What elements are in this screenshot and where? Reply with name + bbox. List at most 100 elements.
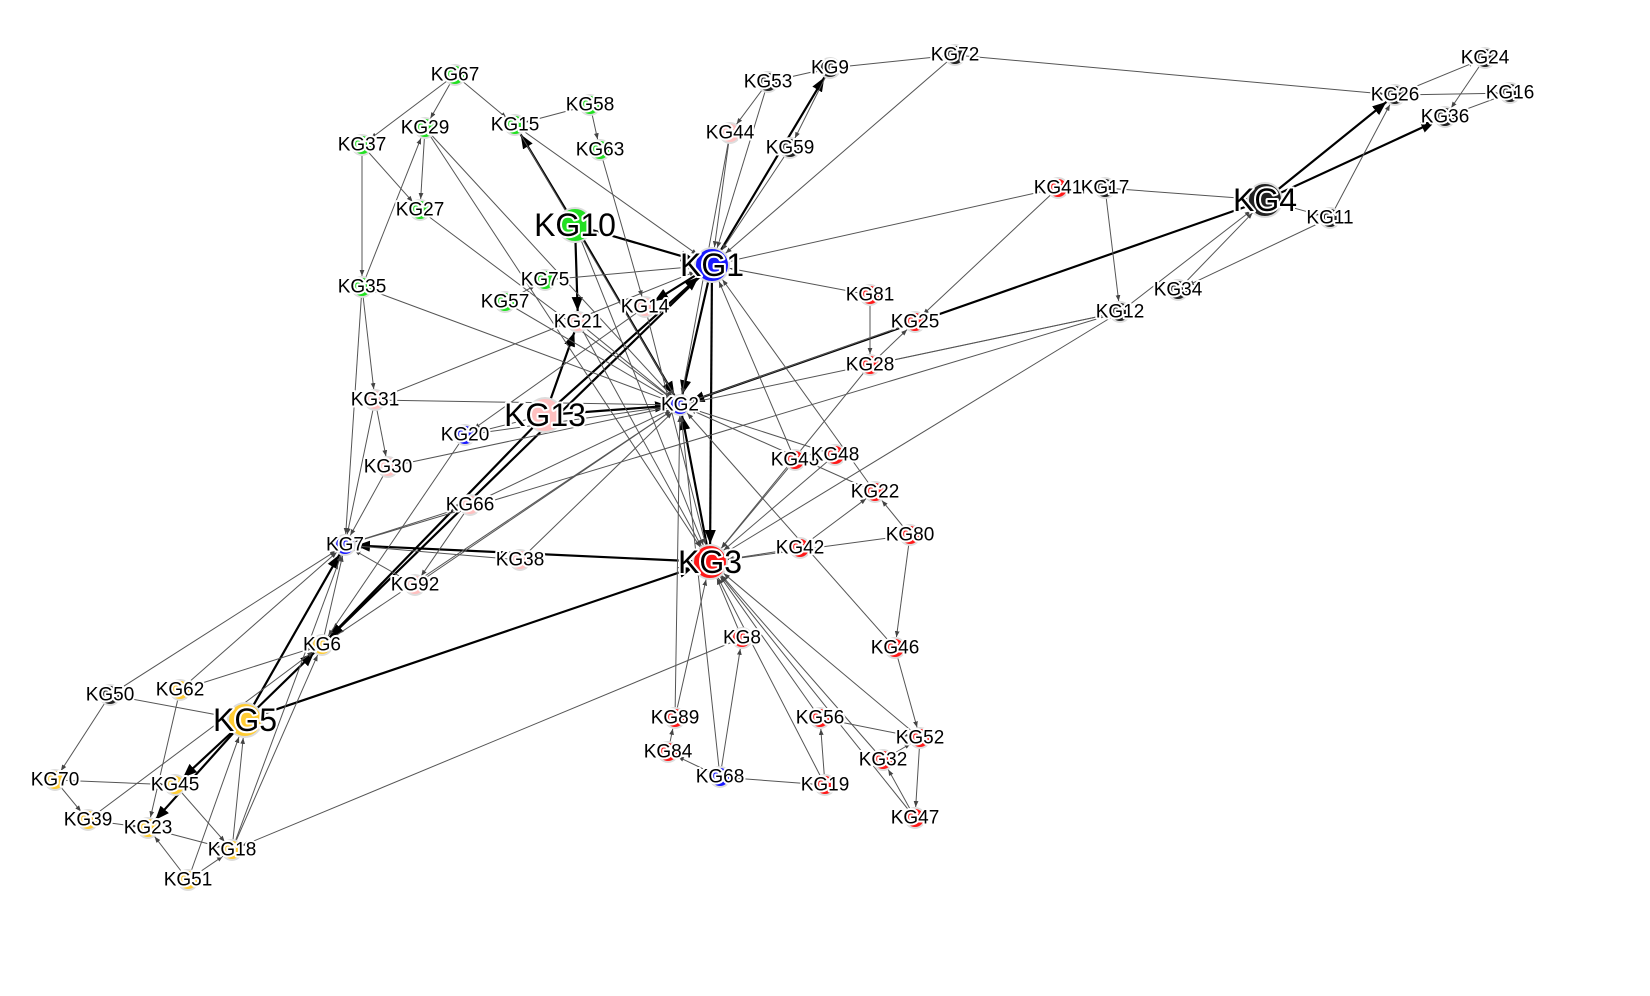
node-KG5[interactable]: KG5 <box>211 700 279 740</box>
node-circle[interactable] <box>404 574 426 596</box>
node-KG47[interactable]: KG47 <box>889 806 942 831</box>
node-circle[interactable] <box>334 534 356 556</box>
node-KG81[interactable]: KG81 <box>844 283 897 308</box>
node-circle[interactable] <box>1094 177 1116 199</box>
node-KG6[interactable]: KG6 <box>301 633 343 658</box>
node-KG39[interactable]: KG39 <box>62 808 115 833</box>
node-circle[interactable] <box>504 114 526 136</box>
node-circle[interactable] <box>494 291 516 313</box>
node-KG37[interactable]: KG37 <box>336 133 389 158</box>
node-circle[interactable] <box>579 94 601 116</box>
node-KG45[interactable]: KG45 <box>149 773 202 798</box>
node-circle[interactable] <box>1474 47 1496 69</box>
node-KG3[interactable]: KG3 <box>676 542 744 582</box>
node-KG67[interactable]: KG67 <box>429 63 482 88</box>
node-circle[interactable] <box>904 807 926 829</box>
node-KG25[interactable]: KG25 <box>889 310 942 335</box>
node-circle[interactable] <box>909 727 931 749</box>
node-circle[interactable] <box>1047 177 1069 199</box>
node-KG32[interactable]: KG32 <box>857 748 910 773</box>
node-circle[interactable] <box>509 549 531 571</box>
node-circle[interactable] <box>884 637 906 659</box>
node-circle[interactable] <box>864 481 886 503</box>
node-KG1[interactable]: KG1 <box>678 245 746 285</box>
node-KG24[interactable]: KG24 <box>1459 46 1512 71</box>
node-circle[interactable] <box>311 634 333 656</box>
node-KG50[interactable]: KG50 <box>84 683 137 708</box>
node-circle[interactable] <box>351 134 373 156</box>
node-KG34[interactable]: KG34 <box>1152 278 1205 303</box>
node-KG57[interactable]: KG57 <box>479 290 532 315</box>
node-KG75[interactable]: KG75 <box>519 268 572 293</box>
node-circle[interactable] <box>694 247 730 283</box>
node-circle[interactable] <box>227 702 263 738</box>
node-KG18[interactable]: KG18 <box>206 838 259 863</box>
node-KG15[interactable]: KG15 <box>489 113 542 138</box>
node-circle[interactable] <box>177 869 199 891</box>
node-KG62[interactable]: KG62 <box>154 678 207 703</box>
node-KG48[interactable]: KG48 <box>809 443 862 468</box>
node-KG30[interactable]: KG30 <box>362 455 415 480</box>
node-circle[interactable] <box>814 774 836 796</box>
node-circle[interactable] <box>567 311 589 333</box>
node-circle[interactable] <box>872 749 894 771</box>
node-circle[interactable] <box>557 207 593 243</box>
node-circle[interactable] <box>731 627 753 649</box>
node-KG31[interactable]: KG31 <box>349 388 402 413</box>
node-KG27[interactable]: KG27 <box>394 198 447 223</box>
node-circle[interactable] <box>789 537 811 559</box>
node-circle[interactable] <box>377 456 399 478</box>
node-circle[interactable] <box>1499 82 1521 104</box>
node-KG66[interactable]: KG66 <box>444 493 497 518</box>
node-KG26[interactable]: KG26 <box>1369 83 1422 108</box>
node-circle[interactable] <box>657 741 679 763</box>
node-circle[interactable] <box>589 139 611 161</box>
node-KG28[interactable]: KG28 <box>844 353 897 378</box>
node-circle[interactable] <box>1384 84 1406 106</box>
node-KG2[interactable]: KG2 <box>659 393 701 418</box>
node-circle[interactable] <box>409 199 431 221</box>
node-KG89[interactable]: KG89 <box>649 706 702 731</box>
node-circle[interactable] <box>944 44 966 66</box>
node-circle[interactable] <box>859 354 881 376</box>
node-KG43[interactable]: KG43 <box>769 448 822 473</box>
node-KG20[interactable]: KG20 <box>439 423 492 448</box>
node-KG72[interactable]: KG72 <box>929 43 982 68</box>
node-circle[interactable] <box>454 424 476 446</box>
node-circle[interactable] <box>169 679 191 701</box>
node-KG38[interactable]: KG38 <box>494 548 547 573</box>
node-KG14[interactable]: KG14 <box>619 295 672 320</box>
node-KG11[interactable]: KG11 <box>1304 206 1355 231</box>
node-circle[interactable] <box>819 57 841 79</box>
node-circle[interactable] <box>1247 182 1283 218</box>
node-KG29[interactable]: KG29 <box>399 116 452 141</box>
node-KG13[interactable]: KG13 <box>502 395 588 435</box>
node-circle[interactable] <box>899 524 921 546</box>
node-circle[interactable] <box>1434 106 1456 128</box>
node-circle[interactable] <box>757 71 779 93</box>
node-KG12[interactable]: KG12 <box>1094 300 1147 325</box>
node-KG44[interactable]: KG44 <box>704 121 757 146</box>
node-KG16[interactable]: KG16 <box>1484 81 1537 106</box>
node-KG46[interactable]: KG46 <box>869 636 922 661</box>
node-circle[interactable] <box>44 769 66 791</box>
node-KG92[interactable]: KG92 <box>389 573 442 598</box>
node-circle[interactable] <box>137 817 159 839</box>
node-KG19[interactable]: KG19 <box>799 773 852 798</box>
node-KG4[interactable]: KG4 <box>1231 180 1299 220</box>
node-circle[interactable] <box>859 284 881 306</box>
node-KG58[interactable]: KG58 <box>564 93 617 118</box>
node-KG9[interactable]: KG9 <box>809 56 851 81</box>
node-KG22[interactable]: KG22 <box>849 480 902 505</box>
node-circle[interactable] <box>719 122 741 144</box>
node-KG10[interactable]: KG10 <box>532 205 618 245</box>
node-circle[interactable] <box>692 544 728 580</box>
node-KG56[interactable]: KG56 <box>794 706 847 731</box>
node-circle[interactable] <box>634 296 656 318</box>
node-KG21[interactable]: KG21 <box>552 310 605 335</box>
node-circle[interactable] <box>1109 301 1131 323</box>
node-KG70[interactable]: KG70 <box>29 768 82 793</box>
node-circle[interactable] <box>221 839 243 861</box>
node-circle[interactable] <box>779 137 801 159</box>
node-circle[interactable] <box>414 117 436 139</box>
